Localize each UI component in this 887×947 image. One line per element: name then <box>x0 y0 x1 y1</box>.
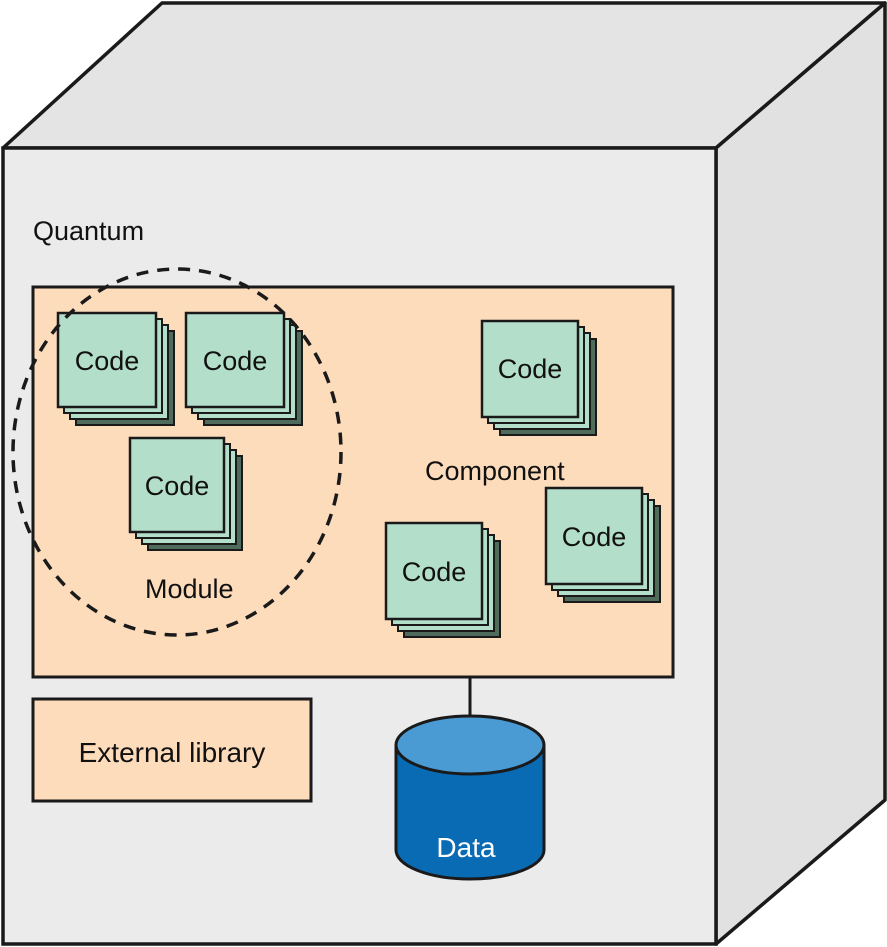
module-label: Module <box>145 574 234 604</box>
code-block: Code <box>544 486 661 603</box>
code-block: Code <box>128 436 243 551</box>
code-label: Code <box>145 471 210 501</box>
code-block: Code <box>56 311 175 426</box>
quantum-label: Quantum <box>33 216 144 246</box>
code-label: Code <box>402 557 467 587</box>
external-library-box <box>31 697 313 803</box>
database-icon: Data <box>394 714 546 881</box>
code-label: Code <box>498 354 563 384</box>
external-library-label: External library <box>79 737 266 768</box>
code-label: Code <box>203 346 268 376</box>
quantum-box-side-face <box>714 1 887 946</box>
code-block: Code <box>184 311 303 426</box>
code-label: Code <box>562 522 627 552</box>
code-block: Code <box>480 319 597 436</box>
code-block: Code <box>384 521 501 638</box>
component-label: Component <box>425 456 565 486</box>
code-label: Code <box>75 346 140 376</box>
data-label: Data <box>436 832 496 863</box>
module-boundary <box>11 267 343 637</box>
